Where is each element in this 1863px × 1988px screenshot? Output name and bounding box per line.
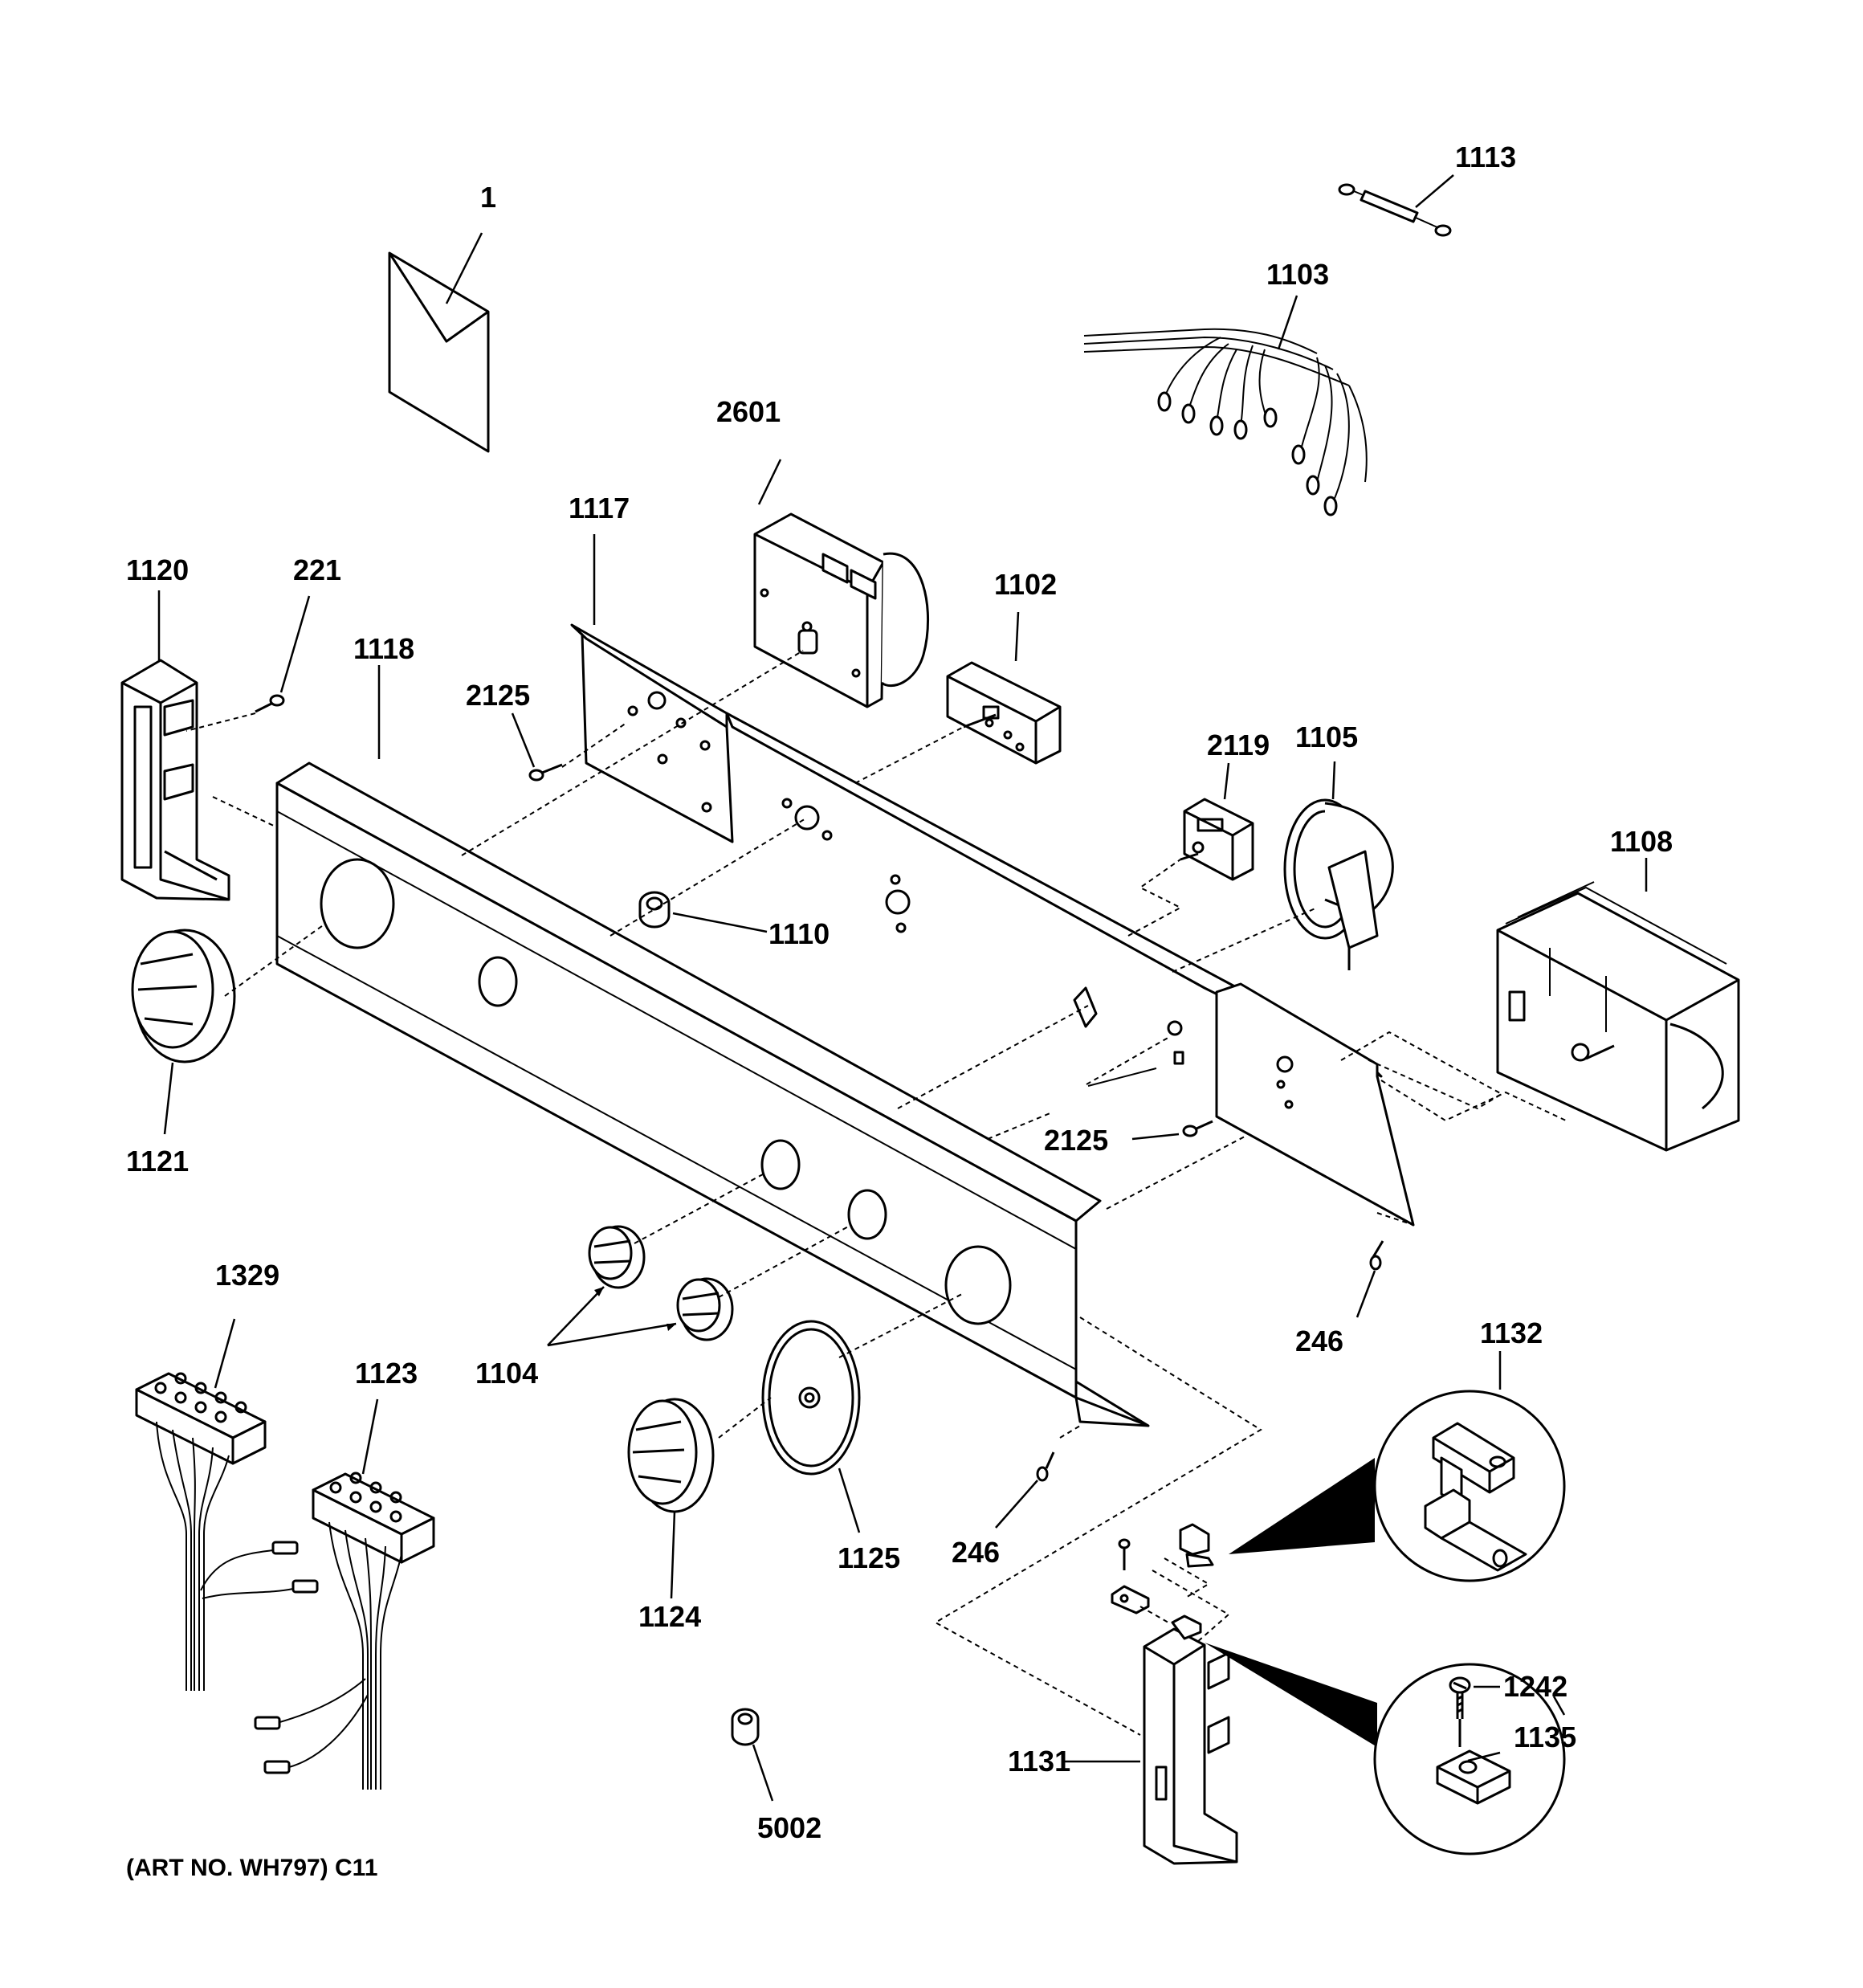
label-1123: 1123 [355, 1357, 418, 1390]
part-1125-dial [761, 1320, 861, 1533]
label-246-right: 246 [1295, 1325, 1343, 1357]
part-1108-control-module [1496, 858, 1740, 1152]
label-1113: 1113 [1455, 141, 1516, 173]
part-1124-knob [627, 1398, 715, 1599]
part-5002-bushing [731, 1708, 774, 1802]
part-1-manual-envelope [388, 232, 490, 453]
label-1120: 1120 [126, 553, 189, 586]
label-246-left: 246 [952, 1536, 1000, 1569]
label-1131: 1131 [1008, 1745, 1070, 1778]
label-1135: 1135 [1514, 1721, 1576, 1753]
art-number-caption: (ART NO. WH797) C11 [126, 1855, 377, 1881]
label-2119: 2119 [1207, 729, 1270, 761]
part-2125-screw-lower [1131, 1120, 1213, 1141]
part-246-screw-right [1355, 1240, 1384, 1318]
label-1121: 1121 [126, 1145, 189, 1178]
part-1113-fuse [1338, 174, 1454, 237]
label-1124: 1124 [638, 1600, 701, 1633]
part-1242-1135-detail-callout [1205, 1643, 1566, 1855]
part-2125-screw-upper [511, 712, 563, 782]
label-2601: 2601 [716, 395, 781, 428]
part-1132-detail-callout [1229, 1351, 1566, 1582]
label-1110: 1110 [768, 917, 830, 950]
label-1104: 1104 [475, 1357, 538, 1390]
label-5002: 5002 [757, 1811, 821, 1844]
part-1118-control-panel [275, 665, 1150, 1427]
label-2125-upper: 2125 [466, 679, 530, 712]
part-1104-knobs [547, 1225, 734, 1347]
label-1117: 1117 [569, 492, 630, 525]
part-221-screw [255, 595, 311, 713]
label-1125: 1125 [838, 1541, 900, 1574]
part-1121-knob [131, 929, 236, 1135]
part-1329-harness [135, 1318, 319, 1691]
label-221: 221 [293, 553, 341, 586]
part-1105-pressure-switch [1283, 761, 1394, 970]
label-1103: 1103 [1266, 258, 1329, 291]
part-1110-bushing [638, 891, 768, 933]
label-1329: 1329 [215, 1259, 279, 1292]
label-1105: 1105 [1295, 720, 1358, 753]
part-2119-switch [1180, 762, 1254, 881]
part-2601-timer [753, 459, 929, 708]
label-1: 1 [480, 181, 496, 214]
part-labels: 1 1113 1103 2601 1117 1120 221 1102 1118… [126, 141, 1673, 1881]
part-246-screw-left [995, 1451, 1055, 1529]
part-1120-end-cap [120, 590, 230, 901]
label-1118: 1118 [353, 632, 414, 665]
label-1102: 1102 [994, 568, 1057, 601]
label-1242: 1242 [1503, 1670, 1567, 1703]
part-1103-wire-harness [1083, 295, 1368, 516]
part-1102-switch [946, 611, 1062, 765]
label-1132: 1132 [1480, 1316, 1543, 1349]
right-side-bracket [1073, 982, 1415, 1227]
label-2125-lower: 2125 [1044, 1124, 1108, 1157]
label-1108: 1108 [1610, 825, 1673, 858]
part-1123-harness [254, 1398, 435, 1790]
assembly-dashed-lines [185, 650, 1567, 1736]
part-1131-side-bracket [1064, 1523, 1238, 1865]
